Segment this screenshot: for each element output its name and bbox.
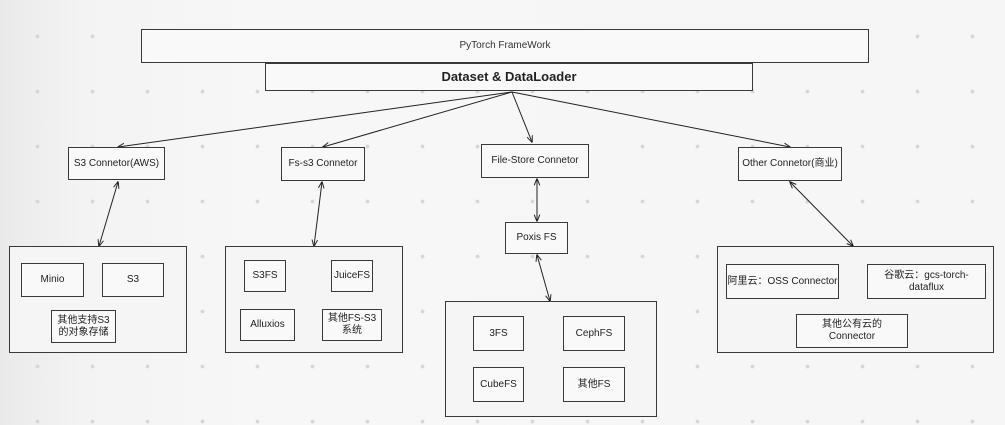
other-fs-box[interactable]: 其他FS: [563, 367, 625, 402]
dataset-dataloader-box[interactable]: Dataset & DataLoader: [265, 63, 753, 91]
other-s3-object-storage-box[interactable]: 其他支持S3 的对象存储: [51, 310, 116, 343]
fs-s3-connector-box[interactable]: Fs-s3 Connetor: [281, 147, 365, 181]
file-store-connector-box[interactable]: File-Store Connetor: [481, 144, 589, 178]
other-fs-s3-box[interactable]: 其他FS-S3 系统: [322, 309, 382, 341]
s3-connector-box[interactable]: S3 Connetor(AWS): [68, 147, 165, 180]
s3-box[interactable]: S3: [102, 263, 164, 297]
other-connector-box[interactable]: Other Connetor(商业): [738, 147, 842, 181]
pytorch-framework-box[interactable]: PyTorch FrameWork: [141, 29, 869, 63]
cubefs-box[interactable]: CubeFS: [473, 367, 524, 402]
juicefs-box[interactable]: JuiceFS: [331, 260, 373, 292]
alluxios-box[interactable]: Alluxios: [240, 309, 295, 341]
other-public-cloud-connector-box[interactable]: 其他公有云的 Connector: [796, 314, 908, 348]
google-gcs-dataflux-box[interactable]: 谷歌云：gcs-torch-dataflux: [867, 264, 986, 299]
minio-box[interactable]: Minio: [21, 263, 84, 297]
3fs-box[interactable]: 3FS: [473, 316, 524, 351]
s3fs-box[interactable]: S3FS: [244, 260, 286, 292]
cephfs-box[interactable]: CephFS: [563, 316, 625, 351]
aliyun-oss-connector-box[interactable]: 阿里云：OSS Connector: [726, 264, 839, 299]
poxis-fs-box[interactable]: Poxis FS: [505, 222, 568, 254]
